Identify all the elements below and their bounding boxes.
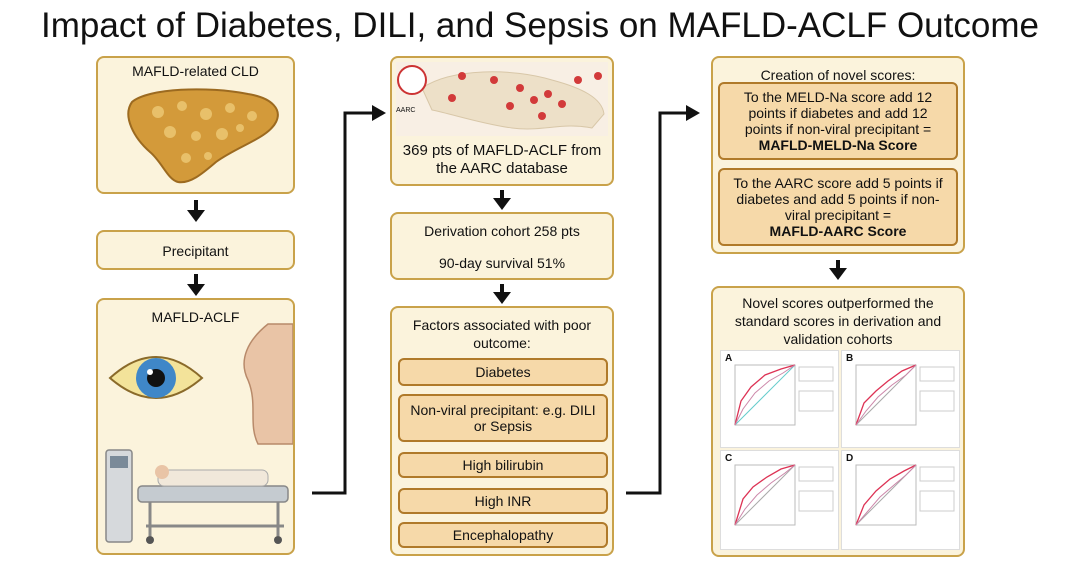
mafld-aclf-box: MAFLD-ACLF bbox=[96, 298, 295, 555]
derivation-line-1: Derivation cohort 258 pts bbox=[424, 223, 580, 239]
aarc-database-box: AARC 369 pts of MAFLD-ACLF from the AARC… bbox=[390, 56, 614, 186]
roc-curve-a bbox=[734, 364, 834, 426]
map-stamp: AARC bbox=[396, 107, 416, 114]
factor-high-bilirubin: High bilirubin bbox=[398, 452, 608, 478]
factor-encephalopathy: Encephalopathy bbox=[398, 522, 608, 548]
factors-title: Factors associated with poor outcome: bbox=[412, 317, 592, 351]
mafld-meld-na-card: To the MELD-Na score add 12 points if di… bbox=[718, 82, 958, 160]
factor-diabetes: Diabetes bbox=[398, 358, 608, 386]
page-title: Impact of Diabetes, DILI, and Sepsis on … bbox=[41, 6, 1039, 45]
novel-scores-title: Creation of novel scores: bbox=[760, 67, 916, 83]
mafld-meld-na-text: To the MELD-Na score add 12 points if di… bbox=[743, 89, 933, 137]
roc-curve-b bbox=[855, 364, 955, 426]
panel-label-b: B bbox=[846, 353, 854, 364]
abdomen-icon bbox=[243, 323, 293, 445]
derivation-cohort-box: Derivation cohort 258 pts 90-day surviva… bbox=[390, 212, 614, 280]
factor-high-inr: High INR bbox=[398, 488, 608, 514]
liver-icon bbox=[127, 88, 279, 184]
roc-curve-d bbox=[855, 464, 955, 526]
mafld-aclf-label: MAFLD-ACLF bbox=[151, 309, 240, 325]
mafld-meld-na-name: MAFLD-MELD-Na Score bbox=[758, 137, 918, 153]
outcome-title: Novel scores outperformed the standard s… bbox=[734, 295, 942, 347]
roc-panel-a: A bbox=[720, 350, 839, 448]
icu-bed-icon bbox=[105, 449, 289, 544]
mafld-cld-box: MAFLD-related CLD bbox=[96, 56, 295, 194]
panel-label-d: D bbox=[846, 453, 854, 464]
mafld-aarc-name: MAFLD-AARC Score bbox=[769, 223, 907, 239]
roc-panel-d: D bbox=[841, 450, 960, 550]
clinical-illustration bbox=[105, 323, 293, 544]
factor-non-viral-precipitant: Non-viral precipitant: e.g. DILI or Seps… bbox=[398, 394, 608, 442]
panel-label-c: C bbox=[725, 453, 733, 464]
derivation-line-2: 90-day survival 51% bbox=[438, 255, 566, 271]
jaundiced-eye-icon bbox=[108, 356, 204, 399]
mafld-cld-label: MAFLD-related CLD bbox=[132, 63, 259, 79]
roc-curve-c bbox=[734, 464, 834, 526]
precipitant-box: Precipitant bbox=[96, 230, 295, 270]
roc-panel-b: B bbox=[841, 350, 960, 448]
precipitant-label: Precipitant bbox=[162, 243, 229, 259]
asia-map-icon bbox=[396, 62, 608, 136]
mafld-aarc-text: To the AARC score add 5 points if diabet… bbox=[733, 175, 943, 223]
roc-panel-c: C bbox=[720, 450, 839, 550]
panel-label-a: A bbox=[725, 353, 733, 364]
cohort-label: 369 pts of MAFLD-ACLF from the AARC data… bbox=[402, 142, 602, 177]
mafld-aarc-card: To the AARC score add 5 points if diabet… bbox=[718, 168, 958, 246]
